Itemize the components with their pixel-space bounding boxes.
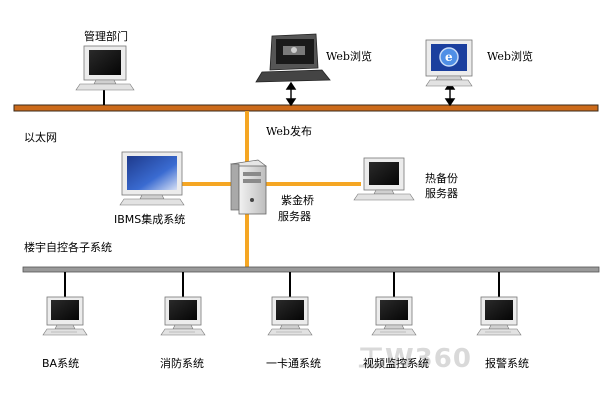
video-monitor-icon <box>371 296 417 336</box>
subsystem-bus <box>22 266 600 273</box>
zijinqiao-label-2: 服务器 <box>278 210 311 223</box>
subsystem-label-card: 一卡通系统 <box>266 357 321 370</box>
hot-backup-label-1: 热备份 <box>425 172 458 185</box>
hotbackup-pc-icon <box>353 157 415 201</box>
subsystem-label-ba: BA系统 <box>42 357 80 370</box>
zijinqiao-label-1: 紫金桥 <box>281 194 314 207</box>
watermark: 工W360 <box>358 344 472 374</box>
subsystem-droplines <box>64 272 500 297</box>
web-publish-label: Web发布 <box>266 125 312 138</box>
management-label: 管理部门 <box>84 30 128 43</box>
hot-backup-label-2: 服务器 <box>425 187 458 200</box>
laptop-icon <box>255 33 331 83</box>
ibms-monitor-icon <box>119 151 185 206</box>
web-browse-label-1: Web浏览 <box>326 50 372 63</box>
laptop-link-arrow <box>285 81 297 107</box>
subsystem-label-fire: 消防系统 <box>160 357 204 370</box>
ie-monitor-icon: e <box>425 39 473 87</box>
svg-text:e: e <box>445 50 453 64</box>
management-pc-icon <box>75 45 135 91</box>
alarm-monitor-icon <box>476 296 522 336</box>
ibms-label: IBMS集成系统 <box>114 213 186 226</box>
hotbackup-link <box>263 182 361 186</box>
ethernet-bus <box>13 104 599 112</box>
ba-monitor-icon <box>42 296 88 336</box>
zijinqiao-server-icon <box>230 159 267 215</box>
subsystem-label-video: 视频监控系统 <box>363 357 429 370</box>
web-browse-label-2: Web浏览 <box>487 50 533 63</box>
ethernet-label: 以太网 <box>24 131 57 144</box>
subsystem-label-alarm: 报警系统 <box>485 357 529 370</box>
building-automation-label: 楼宇自控各子系统 <box>24 241 112 254</box>
ibms-link <box>182 182 245 186</box>
card-monitor-icon <box>267 296 313 336</box>
fire-monitor-icon <box>160 296 206 336</box>
